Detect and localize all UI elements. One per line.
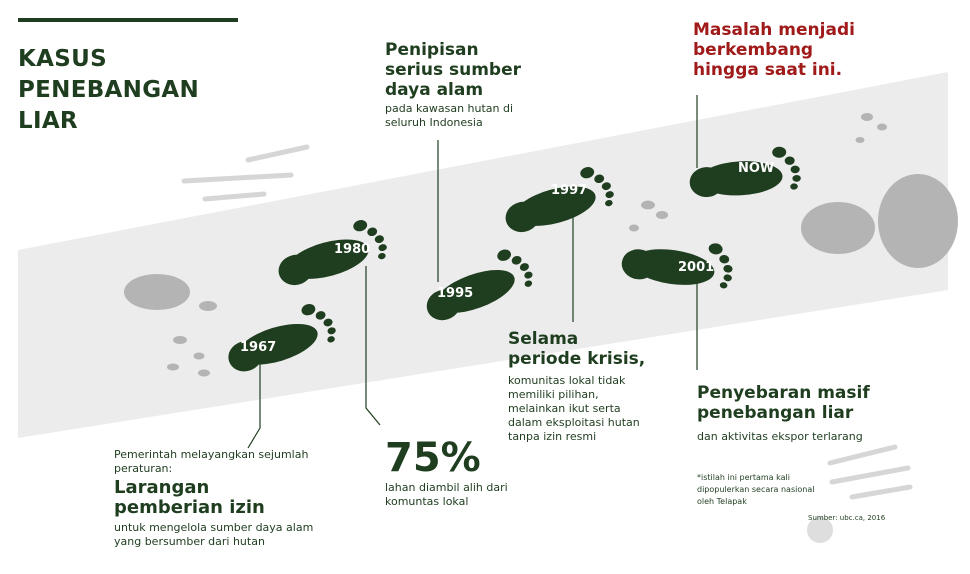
event-1980-stat: 75% xyxy=(385,435,481,481)
footprint-label-now: NOW xyxy=(738,161,774,176)
event-2001-headline: Penyebaran masif penebangan liar xyxy=(697,383,870,423)
page-title: KASUS PENEBANGAN LIAR xyxy=(18,46,200,134)
footprint-label-1995: 1995 xyxy=(437,286,473,301)
event-1995-detail: pada kawasan hutan di seluruh Indonesia xyxy=(385,102,514,129)
decorative-strokes xyxy=(181,144,913,500)
footprint-label-1997: 1997 xyxy=(551,183,587,198)
event-now-headline: Masalah menjadi berkembang hingga saat i… xyxy=(693,20,855,80)
event-1967-headline: Larangan pemberian izin xyxy=(114,477,265,518)
bottom-circle xyxy=(807,517,833,543)
event-1997-detail: komunitas lokal tidak memiliki pilihan, … xyxy=(508,374,640,443)
event-1995-headline: Penipisan serius sumber daya alam xyxy=(385,40,522,100)
event-1967-intro: Pemerintah melayangkan sejumlah peratura… xyxy=(114,448,309,475)
event-1967-detail: untuk mengelola sumber daya alam yang be… xyxy=(114,521,314,548)
footnote: *istilah ini pertama kali dipopulerkan s… xyxy=(697,473,815,506)
footprint-label-1967: 1967 xyxy=(240,340,276,355)
event-2001-detail: dan aktivitas ekspor terlarang xyxy=(697,430,863,443)
footprint-label-2001: 2001 xyxy=(678,260,714,275)
source-note: Sumber: ubc.ca, 2016 xyxy=(808,514,886,522)
event-1980-detail: lahan diambil alih dari komuntas lokal xyxy=(385,481,508,508)
event-1997-headline: Selama periode krisis, xyxy=(508,329,646,369)
connector-lines xyxy=(247,95,698,449)
title-rule xyxy=(18,18,238,22)
stones xyxy=(124,113,958,377)
footprint-label-1980: 1980 xyxy=(334,242,370,257)
